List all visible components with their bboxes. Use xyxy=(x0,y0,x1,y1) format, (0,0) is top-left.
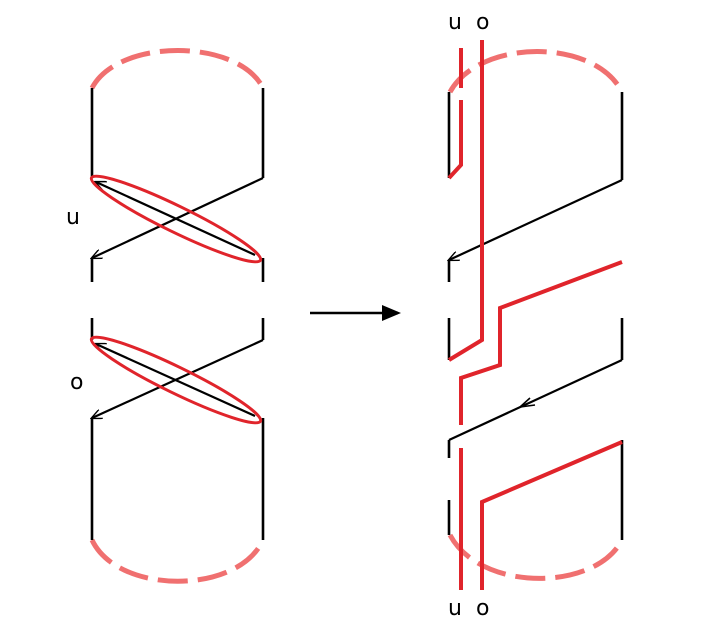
left-top-dashed-arc xyxy=(89,48,266,90)
left-label-u: u xyxy=(66,205,80,230)
left-loop-o xyxy=(89,335,263,425)
right-top-label-u: u xyxy=(448,10,462,35)
right-red-o-bottom xyxy=(480,440,623,590)
right-bottom-label-u: u xyxy=(448,596,462,621)
left-crossing-1-strand xyxy=(96,182,256,256)
right-bottom-label-o: o xyxy=(476,596,490,621)
right-bottom-dashed-arc xyxy=(447,533,625,581)
left-label-o: o xyxy=(70,370,84,395)
transformation-arrow xyxy=(310,305,401,321)
right-red-u-hook xyxy=(447,100,463,180)
right-crossing-strand xyxy=(449,179,623,260)
right-top-label-o: o xyxy=(476,10,490,35)
right-crossing-strand xyxy=(448,359,623,441)
right-top-dashed-arc xyxy=(447,49,625,94)
right-red-o-main xyxy=(447,40,484,362)
left-figure xyxy=(86,48,266,584)
left-crossing-2-strand xyxy=(96,344,256,418)
right-figure xyxy=(447,40,625,590)
left-crossing-1-strand xyxy=(92,177,264,258)
left-bottom-dashed-arc xyxy=(89,538,266,584)
right-crossing-arrowhead xyxy=(517,397,536,409)
right-red-step xyxy=(459,260,623,425)
left-loop-u xyxy=(89,174,263,264)
left-crossing-2-strand xyxy=(92,338,264,418)
